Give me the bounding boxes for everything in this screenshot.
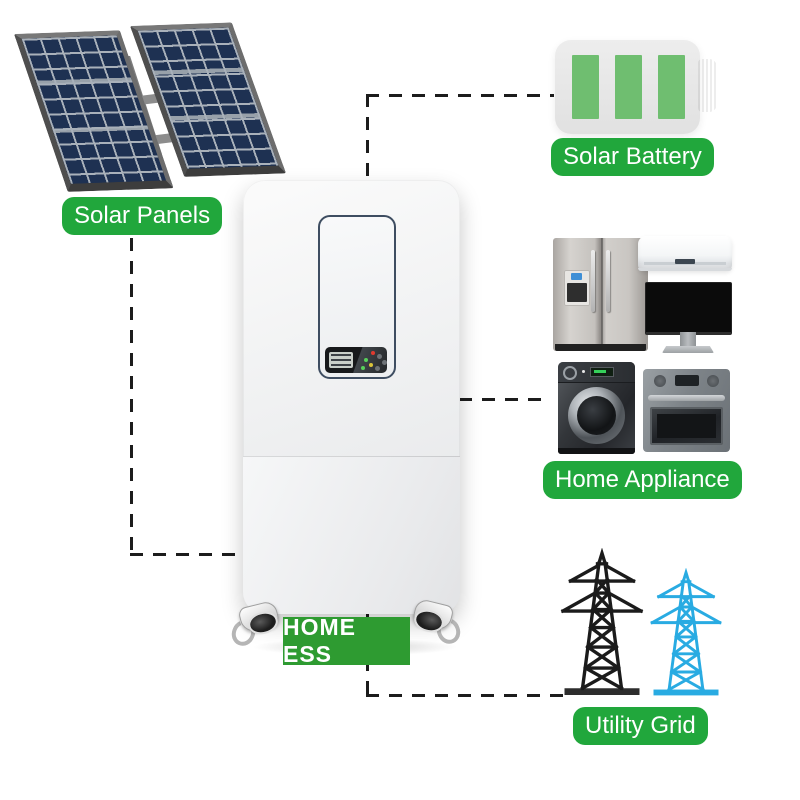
status-led-green (361, 366, 365, 370)
washer-base (558, 448, 635, 454)
fridge-screen (571, 273, 582, 280)
transmission-tower-blue-icon (646, 568, 726, 698)
fridge-dispenser-cavity (567, 283, 587, 302)
ess-lcd-screen (329, 352, 353, 368)
washer-indicator (582, 370, 585, 373)
battery-level-bar (615, 55, 642, 119)
home-ess-badge: HOME ESS (283, 614, 410, 667)
connector-ess-to-grid-horizontal (366, 694, 569, 697)
battery-level-bar (572, 55, 599, 119)
oven-window (650, 407, 723, 445)
refrigerator-icon (553, 238, 648, 351)
solar-battery-label: Solar Battery (551, 138, 714, 176)
monitor-screen (645, 282, 732, 335)
panel-button (375, 366, 380, 371)
ac-display (675, 259, 695, 264)
ess-unit-lower-panel (243, 456, 460, 614)
connector-panels-to-ess-vertical (130, 238, 133, 556)
fridge-dispenser (564, 270, 590, 306)
battery-terminal (698, 59, 717, 112)
caster-wheel-left (227, 598, 286, 654)
washer-display (590, 367, 614, 377)
monitor-stand (680, 332, 696, 347)
status-led-yellow (369, 363, 373, 367)
status-led-red (371, 351, 375, 355)
oven-handle (648, 395, 725, 401)
fridge-handle (606, 250, 610, 312)
ess-unit-icon (243, 180, 460, 614)
home-appliance-label: Home Appliance (543, 461, 742, 499)
oven-icon (643, 369, 730, 452)
connector-ess-to-battery-horizontal (366, 94, 554, 97)
connector-ess-to-battery-vertical (366, 94, 369, 181)
washer-knob (563, 366, 577, 380)
panel-button (382, 360, 387, 365)
air-conditioner-icon (638, 236, 732, 271)
solar-panels-label: Solar Panels (62, 197, 223, 235)
oven-knob (654, 375, 666, 387)
status-led-green (364, 358, 368, 362)
panel-button (377, 354, 382, 359)
battery-level-bar (658, 55, 685, 119)
ac-bottom-lip (638, 268, 732, 271)
caster-wheel-right (406, 596, 465, 652)
oven-knob (707, 375, 719, 387)
washer-door (568, 387, 625, 444)
monitor-base (662, 346, 714, 353)
washer-control-panel (558, 362, 635, 383)
fridge-base (555, 344, 646, 351)
connector-panels-to-ess-horizontal (130, 553, 244, 556)
ess-display-panel (325, 347, 387, 373)
washing-machine-icon (558, 362, 635, 454)
oven-display (675, 375, 699, 386)
utility-grid-label: Utility Grid (573, 707, 708, 745)
connector-ess-to-appliance-horizontal (459, 398, 544, 401)
fridge-handle (591, 250, 595, 312)
transmission-tower-black-icon (556, 548, 648, 698)
